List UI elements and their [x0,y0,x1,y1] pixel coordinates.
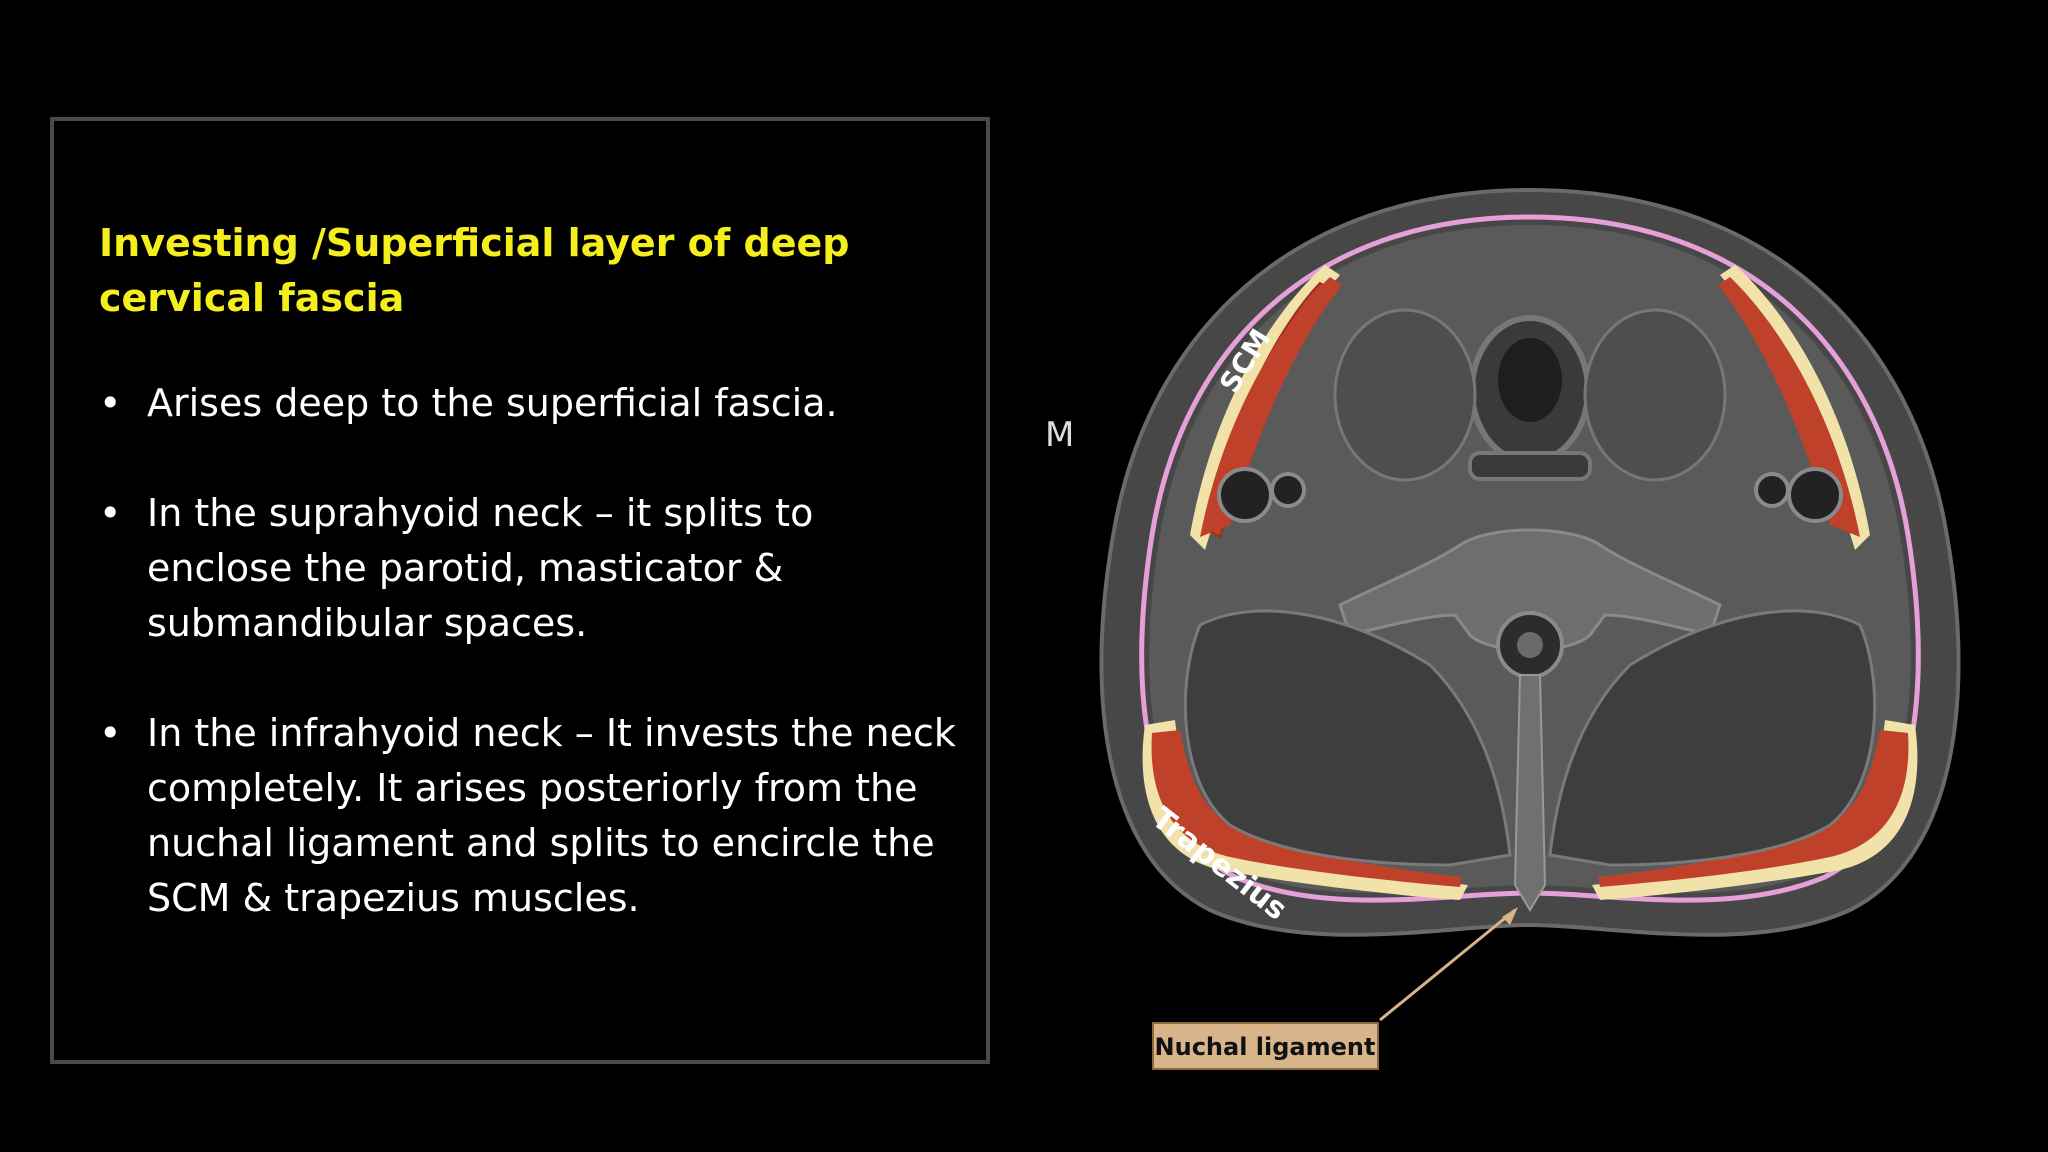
bullet-text: In the suprahyoid neck – it splits to en… [147,491,814,645]
panel-title: Investing /Superficial layer of deep cer… [99,221,850,320]
nuchal-ligament-label: Nuchal ligament [1155,1033,1376,1061]
bullet-item: • In the infrahyoid neck – It invests th… [99,706,969,926]
nuchal-ligament-callout-box [1152,1022,1379,1070]
vessel-right [1787,467,1843,523]
thyroid-lobe-right [1583,308,1727,482]
nuchal-pointer [1379,908,1516,1022]
bullet-item: • In the suprahyoid neck – it splits to … [99,486,969,651]
text-panel: Investing /Superficial layer of deep cer… [50,117,990,1064]
bullet-dot: • [99,381,122,425]
bullet-dot: • [99,491,122,535]
nuchal-ligament [1513,674,1547,912]
bullet-item: • Arises deep to the superficial fascia. [99,376,969,431]
bullet-text: Arises deep to the superficial fascia. [147,381,838,425]
bullet-list: • Arises deep to the superficial fascia.… [99,376,969,981]
neck-cross-section-diagram: SCM Trapezius Nuchal ligament [1030,165,2030,1080]
neck-cross-section-svg: SCM Trapezius Nuchal ligament [1099,187,1961,1070]
partial-letter: M [1045,415,1075,455]
posterior-muscles-right [1548,609,1877,867]
vertebra [1338,528,1722,652]
nuchal-pointer-arrowhead [1502,907,1518,925]
thyroid-lobe-left [1333,308,1477,482]
bullet-dot: • [99,711,122,755]
bullet-text: In the infrahyoid neck – It invests the … [147,711,956,920]
vessel-left [1217,467,1273,523]
posterior-muscles-left [1183,609,1512,867]
